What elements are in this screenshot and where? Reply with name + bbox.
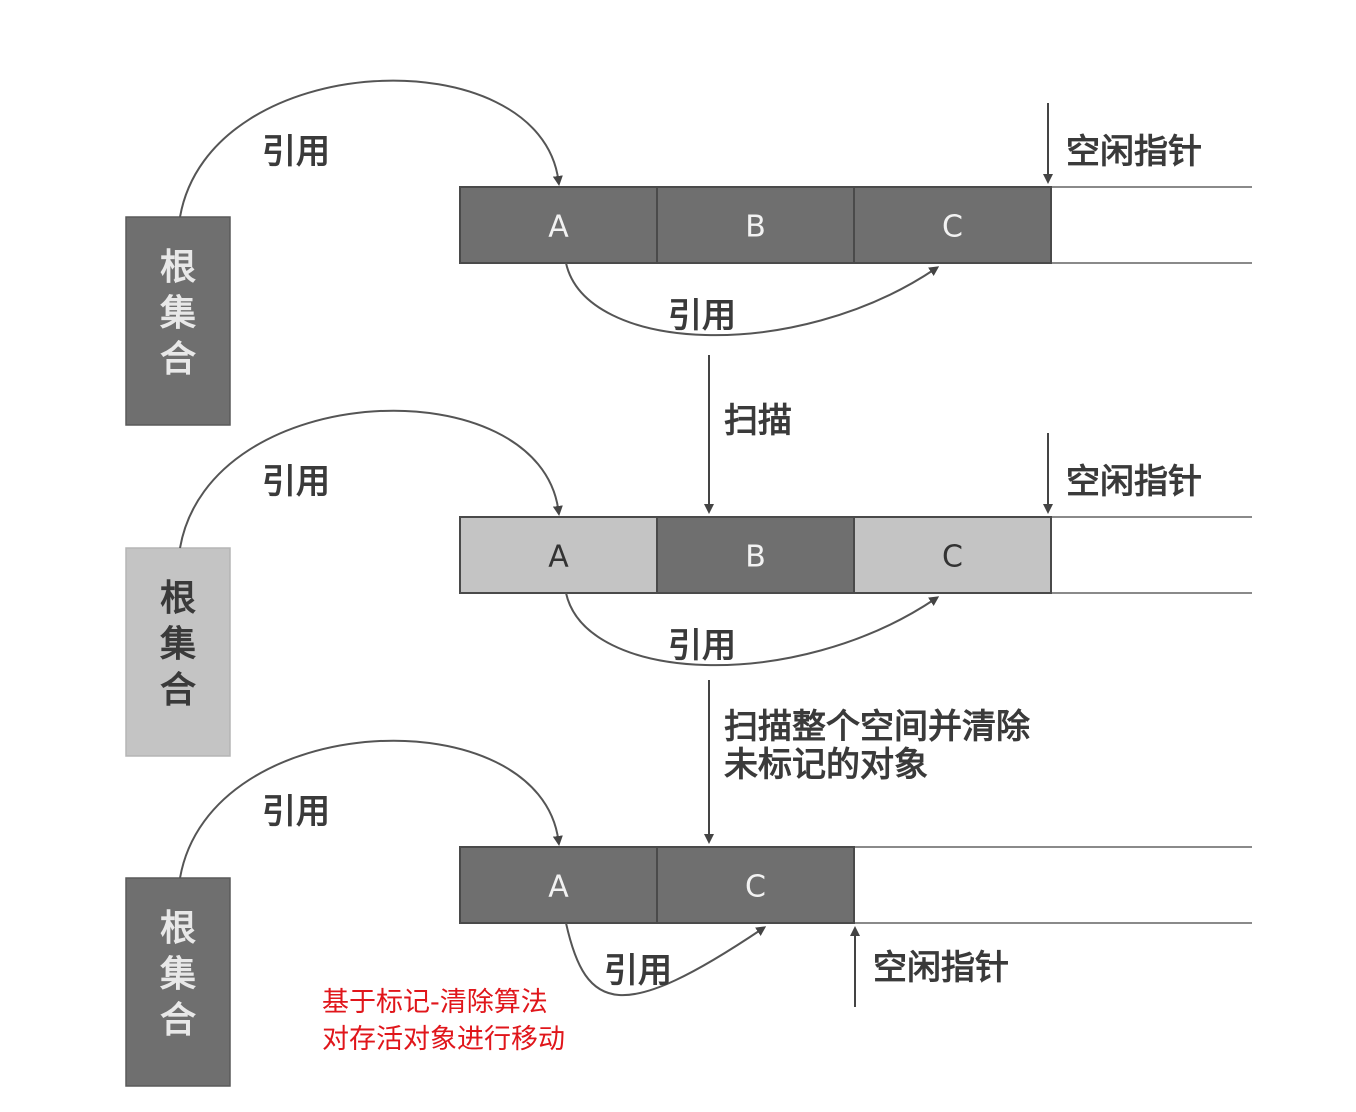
root-reference-arrow: [179, 409, 563, 549]
object-reference-arrow: [565, 262, 940, 336]
free-pointer-label: 空闲指针: [873, 948, 1009, 988]
heap-object-label: A: [548, 210, 569, 245]
heap-object-label: C: [942, 540, 963, 575]
root-reference-label: 引用: [262, 792, 330, 832]
root-set-label-char: 根: [160, 247, 196, 288]
root-reference-label: 引用: [262, 132, 330, 172]
algorithm-caption: 基于标记-清除算法 对存活对象进行移动: [322, 984, 565, 1058]
root-set-block: [125, 877, 231, 1087]
root-reference-arrow: [179, 79, 563, 218]
root-set-label-char: 合: [160, 670, 196, 711]
heap-object-b: [656, 186, 855, 264]
transition-label-line: 扫描整个空间并清除: [724, 707, 1031, 747]
caption-line-2: 对存活对象进行移动: [322, 1024, 565, 1055]
root-set-label-char: 集: [159, 954, 196, 995]
heap-object-label: C: [745, 870, 766, 905]
transition-label-line: 未标记的对象: [724, 745, 928, 785]
heap-object-label: B: [745, 210, 766, 245]
heap-object-label: B: [745, 540, 766, 575]
free-pointer-label: 空闲指针: [1066, 462, 1202, 502]
heap-object-a: [459, 186, 658, 264]
root-set-label-char: 集: [159, 293, 196, 334]
heap-object-label: A: [548, 870, 569, 905]
heap-object-a: [459, 846, 658, 924]
root-set-label-char: 合: [160, 1000, 196, 1041]
object-reference-arrow: [565, 592, 940, 666]
root-set-label-char: 合: [160, 339, 196, 380]
free-pointer-label: 空闲指针: [1066, 132, 1202, 172]
root-set-block: [125, 547, 231, 757]
root-set-label-char: 集: [159, 624, 196, 665]
transition-label-line: 扫描: [724, 401, 792, 441]
heap-object-label: C: [942, 210, 963, 245]
heap-object-a: [459, 516, 658, 594]
root-reference-arrow: [179, 739, 563, 879]
heap-object-label: A: [548, 540, 569, 575]
heap-object-b: [656, 516, 855, 594]
heap-object-c: [656, 846, 855, 924]
root-set-label-char: 根: [160, 908, 196, 949]
object-reference-label: 引用: [668, 626, 736, 666]
object-reference-arrow: [565, 922, 767, 996]
root-set-label-char: 根: [160, 578, 196, 619]
object-reference-label: 引用: [668, 296, 736, 336]
caption-line-1: 基于标记-清除算法: [322, 987, 548, 1018]
root-reference-label: 引用: [262, 462, 330, 502]
root-set-block: [125, 216, 231, 426]
heap-object-c: [853, 186, 1052, 264]
heap-object-c: [853, 516, 1052, 594]
object-reference-label: 引用: [604, 951, 672, 991]
